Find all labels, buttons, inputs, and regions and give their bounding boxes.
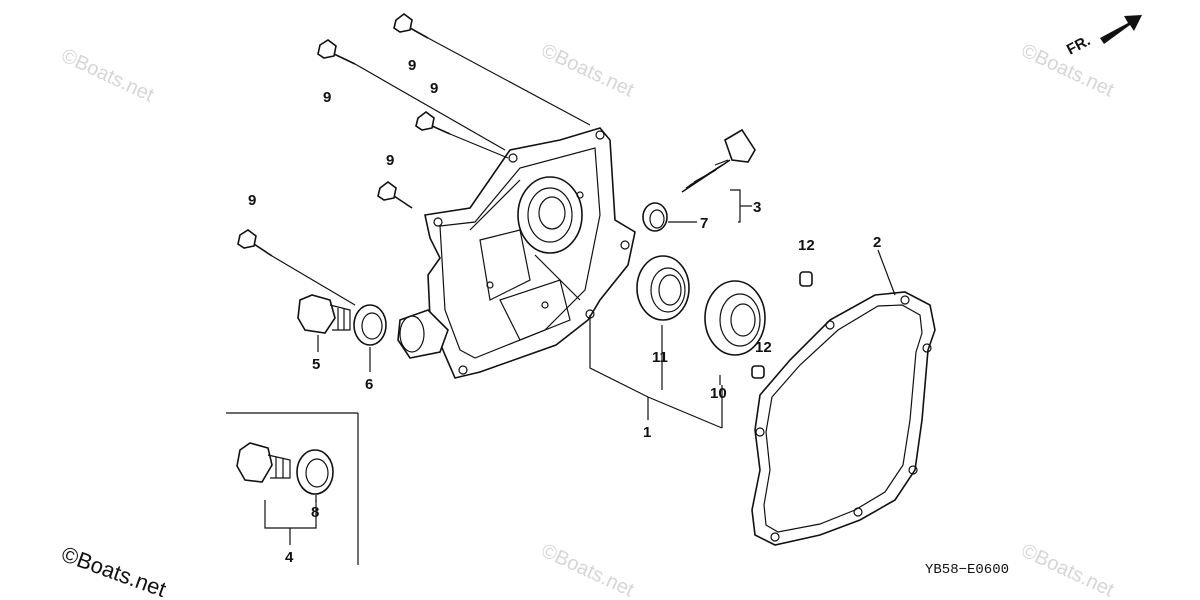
callout-2: 2 — [873, 234, 881, 251]
drain-plug — [297, 294, 351, 334]
bolt — [237, 229, 356, 306]
bolt — [415, 111, 509, 159]
watermark: ©Boats.net — [538, 540, 638, 600]
dowel-pin — [799, 271, 813, 287]
callout-12: 12 — [755, 339, 772, 356]
callout-4: 4 — [285, 549, 294, 566]
watermark: ©Boats.net — [538, 40, 638, 102]
inset-panel — [226, 412, 359, 565]
bolt — [377, 181, 413, 209]
o-ring — [642, 202, 668, 232]
dipstick-cap — [681, 128, 756, 193]
front-arrow-icon — [1100, 15, 1142, 44]
callout-9: 9 — [323, 89, 331, 106]
callout-12: 12 — [798, 237, 815, 254]
bolt — [317, 39, 506, 151]
callout-11: 11 — [652, 349, 668, 366]
callout-10: 10 — [710, 385, 727, 402]
bolt — [393, 13, 591, 126]
watermark: ©Boats.net — [58, 45, 158, 107]
front-label: FR. — [1064, 32, 1093, 58]
callout-1: 1 — [643, 424, 651, 441]
watermark: ©Boats.net — [1018, 540, 1118, 600]
callout-8: 8 — [311, 504, 319, 521]
callout-9: 9 — [386, 152, 394, 169]
callout-7: 7 — [700, 215, 708, 232]
callout-5: 5 — [312, 356, 320, 373]
dowel-pin — [751, 365, 765, 379]
callout-9: 9 — [408, 57, 416, 74]
corner-watermark: ©Boats.net — [58, 541, 169, 600]
ball-bearing — [704, 280, 766, 356]
gasket — [751, 291, 936, 546]
oil-seal — [636, 255, 690, 321]
callout-3: 3 — [753, 199, 761, 216]
crankcase-cover — [397, 127, 636, 379]
washer — [353, 304, 387, 346]
callout-6: 6 — [365, 376, 373, 393]
callout-9: 9 — [248, 192, 256, 209]
front-direction-indicator: FR. — [1064, 15, 1142, 59]
diagram-code: YB58−E0600 — [925, 562, 1009, 578]
callout-9: 9 — [430, 80, 438, 97]
